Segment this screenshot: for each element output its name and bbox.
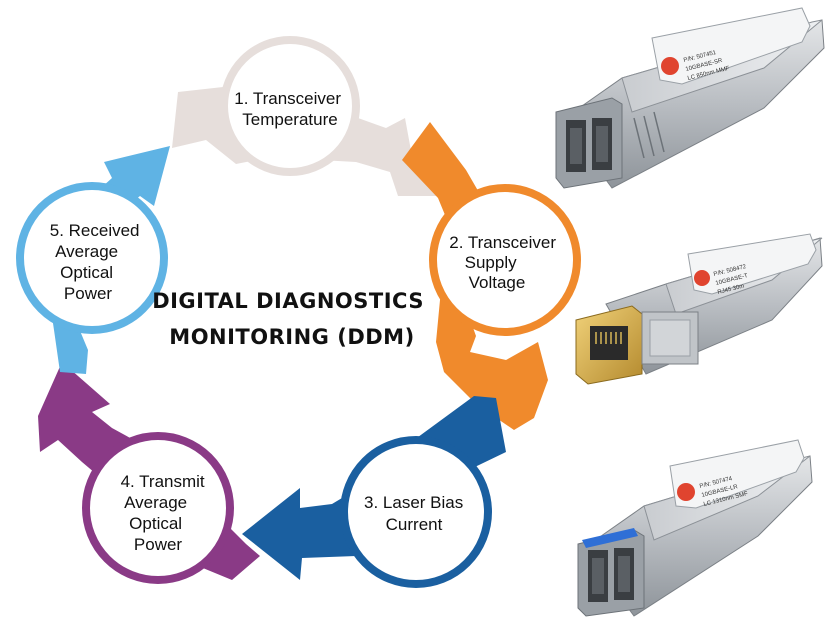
- step-1-node: 1. Transceiver Temperature: [220, 36, 360, 176]
- step-4-node: 4. Transmit Average Optical Power: [82, 432, 234, 584]
- step-5-label-line2: Average: [55, 242, 118, 261]
- step-2-label-line3: Voltage: [469, 273, 526, 292]
- arrow-2-to-3: [402, 122, 548, 430]
- module-1-logo: [661, 57, 679, 75]
- step-3-label-line2: Current: [386, 515, 443, 534]
- module-3-logo: [677, 483, 695, 501]
- svg-text:3. Laser Bias Current: 3. Laser Bias Current: [364, 493, 468, 534]
- step-5-label-line3: Optical: [60, 263, 113, 282]
- step-4-label-line1: 4. Transmit: [121, 472, 205, 491]
- step-4-label-line4: Power: [134, 535, 183, 554]
- title-line-1: DIGITAL DIAGNOSTICS: [152, 289, 424, 313]
- module-2-label-sticker: [687, 233, 817, 295]
- svg-text:2. Transceiver Supply: 2. Transceiver Supply Voltage: [449, 233, 561, 292]
- step-5-label-line1: 5. Received: [50, 221, 140, 240]
- module-3-label-sticker: [669, 439, 805, 509]
- sfp-module-lc-1: P/N: 507451 10GBASE-SR LC 850nm MMF: [555, 7, 825, 189]
- step-1-label-line1: 1. Transceiver: [234, 89, 341, 108]
- step-1-label-line2: Temperature: [242, 110, 337, 129]
- svg-text:4. Transmit Average: 4. Transmit Average Optical Power: [121, 472, 210, 554]
- blue-latch: [582, 528, 638, 548]
- module-1-label-sticker: [651, 7, 811, 85]
- step-4-label-line3: Optical: [129, 514, 182, 533]
- step-2-label-line2: Supply: [465, 253, 517, 272]
- step-2-label-line1: 2. Transceiver: [449, 233, 556, 252]
- module-2-logo: [694, 270, 710, 286]
- step-5-node: 5. Received Average Optical Power: [16, 182, 168, 334]
- step-4-label-line2: Average: [124, 493, 187, 512]
- diagram-title: DIGITAL DIAGNOSTICS MONITORING (DDM): [152, 289, 432, 349]
- step-3-node: 3. Laser Bias Current: [340, 436, 492, 588]
- sfp-module-lc-2: P/N: 507474 10GBASE-LR LC 1310nm SMF: [577, 439, 813, 617]
- step-5-label-line4: Power: [64, 284, 113, 303]
- title-line-2: MONITORING (DDM): [169, 325, 414, 349]
- svg-text:5. Received Average: 5. Received Average Optical Power: [50, 221, 145, 303]
- step-2-node: 2. Transceiver Supply Voltage: [429, 184, 581, 336]
- sfp-module-rj45: P/N: 508472 10GBASE-T RJ45 30m: [575, 233, 823, 385]
- step-3-label-line1: 3. Laser Bias: [364, 493, 463, 512]
- svg-text:1. Transceiver Temperatu: 1. Transceiver Temperature: [234, 89, 346, 129]
